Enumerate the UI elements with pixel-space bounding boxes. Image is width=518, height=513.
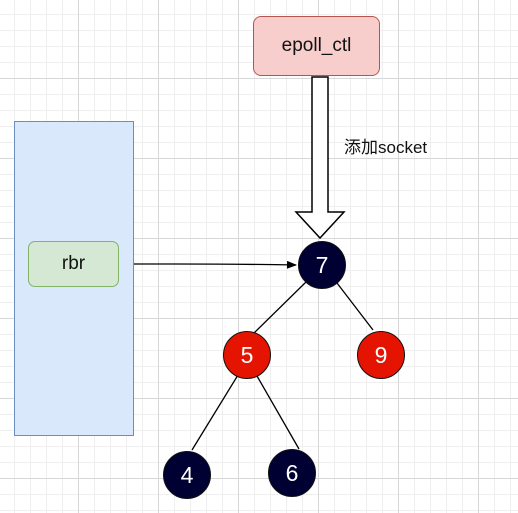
tree-edge-7-5	[253, 281, 307, 334]
tree-edge-5-6	[256, 375, 300, 450]
tree-node-7[interactable]: 7	[298, 241, 346, 289]
rbr-box[interactable]: rbr	[28, 241, 119, 287]
epoll-ctl-box[interactable]: epoll_ctl	[253, 16, 380, 76]
tree-node-5-label: 5	[240, 341, 254, 368]
tree-node-9[interactable]: 9	[357, 331, 405, 379]
tree-edge-5-4	[191, 374, 239, 451]
tree-node-4[interactable]: 4	[163, 451, 211, 499]
tree-node-9-label: 9	[374, 341, 388, 368]
tree-node-6[interactable]: 6	[268, 449, 316, 497]
tree-node-5[interactable]: 5	[223, 331, 271, 379]
tree-node-7-label: 7	[315, 251, 329, 278]
tree-edge-7-9	[336, 282, 374, 331]
add-socket-label: 添加socket	[344, 138, 428, 157]
tree-node-4-label: 4	[180, 461, 194, 488]
rbr-label: rbr	[61, 253, 86, 274]
tree-node-6-label: 6	[285, 459, 299, 486]
rbr-to-root-arrow	[119, 260, 297, 269]
epoll-ctl-label: epoll_ctl	[281, 35, 352, 56]
epoll-block-arrow	[294, 76, 346, 240]
